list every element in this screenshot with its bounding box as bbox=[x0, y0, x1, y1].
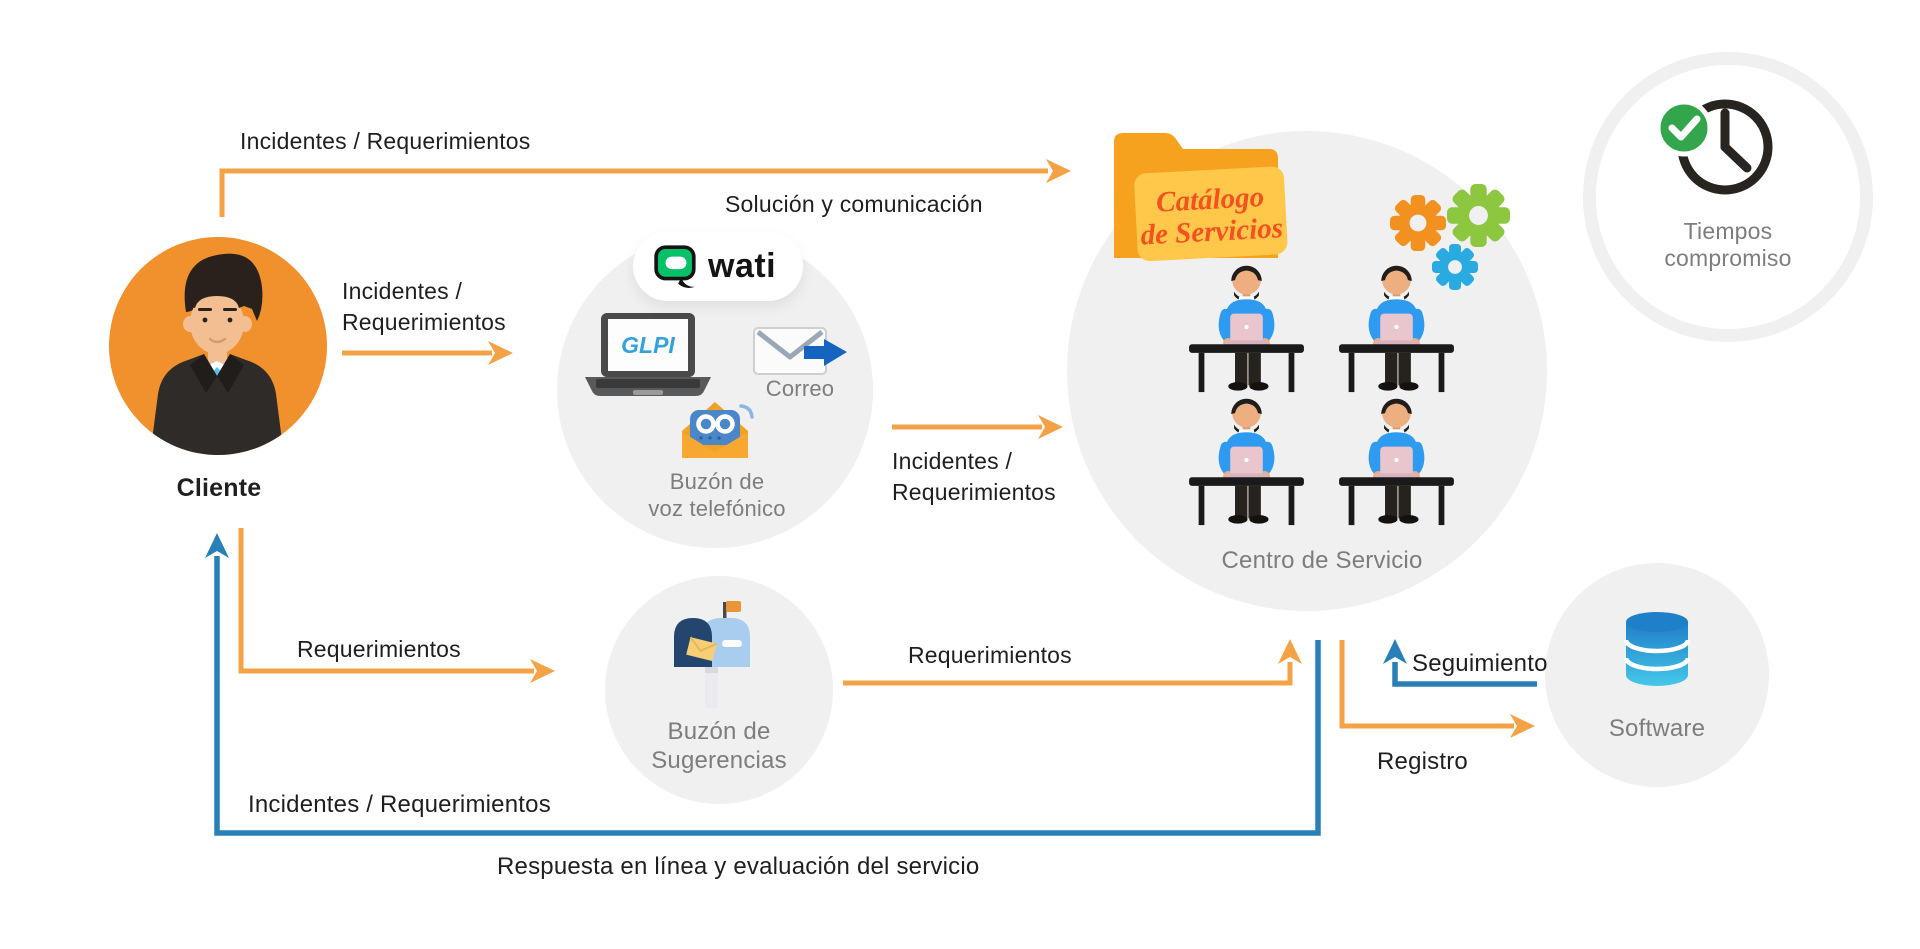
arrowhead-seguimiento bbox=[1383, 639, 1407, 664]
label-correo: Correo bbox=[765, 376, 835, 401]
label-centro-de-servicio: Centro de Servicio bbox=[1221, 547, 1423, 574]
label-software: Software bbox=[1608, 715, 1706, 742]
catalog-folder-icon: Catálogo de Servicios bbox=[1114, 133, 1288, 262]
glpi-laptop-icon: GLPI bbox=[585, 313, 711, 396]
glpi-logo-text: GLPI bbox=[621, 332, 675, 358]
catalog-label-line1: Catálogo bbox=[1155, 181, 1264, 219]
suggestions-circle bbox=[605, 576, 833, 804]
agent-desk-4 bbox=[1339, 399, 1454, 525]
label-client-channels: Incidentes / Requerimientos bbox=[342, 278, 506, 335]
voicemail-icon bbox=[682, 402, 754, 458]
label-cliente: Cliente bbox=[176, 474, 262, 502]
arrowhead-registro bbox=[1510, 714, 1535, 738]
arrow-client-to-center-top bbox=[219, 168, 1048, 217]
label-buzon-sugerencias: Buzón de Sugerencias bbox=[651, 718, 787, 774]
label-voicemail: Buzón de voz telefónico bbox=[648, 469, 786, 521]
arrowhead-return bbox=[205, 533, 229, 558]
agent-desk-1 bbox=[1189, 266, 1304, 392]
label-top-incidents: Incidentes / Requerimientos bbox=[240, 128, 531, 154]
correo-envelope-icon bbox=[753, 327, 847, 375]
wati-logo-text: wati bbox=[708, 246, 777, 285]
gear-green-icon bbox=[1447, 184, 1510, 247]
label-solution: Solución y comunicación bbox=[725, 191, 983, 217]
agent-desk-2 bbox=[1339, 266, 1454, 392]
gear-blue-icon bbox=[1432, 244, 1478, 290]
label-tiempos-compromiso: Tiempos compromiso bbox=[1664, 218, 1792, 271]
arrow-client-to-suggestions bbox=[238, 528, 534, 674]
clock-check-icon bbox=[1655, 99, 1773, 195]
arrowhead-channels-center bbox=[1038, 415, 1063, 439]
label-registro: Registro bbox=[1377, 748, 1468, 775]
label-channels-center: Incidentes / Requerimientos bbox=[892, 448, 1056, 505]
wati-logo-pill: wati bbox=[633, 231, 803, 301]
arrowhead-top bbox=[1046, 159, 1071, 183]
gear-orange-icon bbox=[1390, 195, 1446, 251]
arrow-suggestions-to-center bbox=[843, 662, 1293, 686]
label-client-suggestions: Requerimientos bbox=[297, 636, 461, 662]
arrowhead-suggestions-center bbox=[1278, 639, 1302, 664]
agent-desk-3 bbox=[1189, 399, 1304, 525]
check-icon bbox=[1668, 115, 1701, 141]
database-icon bbox=[1623, 612, 1691, 686]
label-suggestions-center: Requerimientos bbox=[908, 642, 1072, 668]
arrowhead-client-suggestions bbox=[530, 659, 555, 683]
label-response: Respuesta en línea y evaluación del serv… bbox=[497, 853, 980, 880]
client-person-illustration bbox=[150, 253, 284, 455]
label-seguimiento: Seguimiento bbox=[1412, 650, 1548, 677]
arrow-return-to-client bbox=[214, 556, 1321, 836]
catalog-label-line2: de Servicios bbox=[1140, 212, 1284, 251]
arrow-seguimiento bbox=[1392, 662, 1537, 687]
arrow-registro bbox=[1339, 640, 1514, 729]
label-return-incidents: Incidentes / Requerimientos bbox=[248, 791, 551, 818]
mailbox-icon bbox=[674, 601, 750, 708]
check-badge bbox=[1655, 99, 1713, 157]
wati-bubble-icon bbox=[654, 245, 696, 288]
arrowhead-client-channels bbox=[488, 341, 513, 365]
